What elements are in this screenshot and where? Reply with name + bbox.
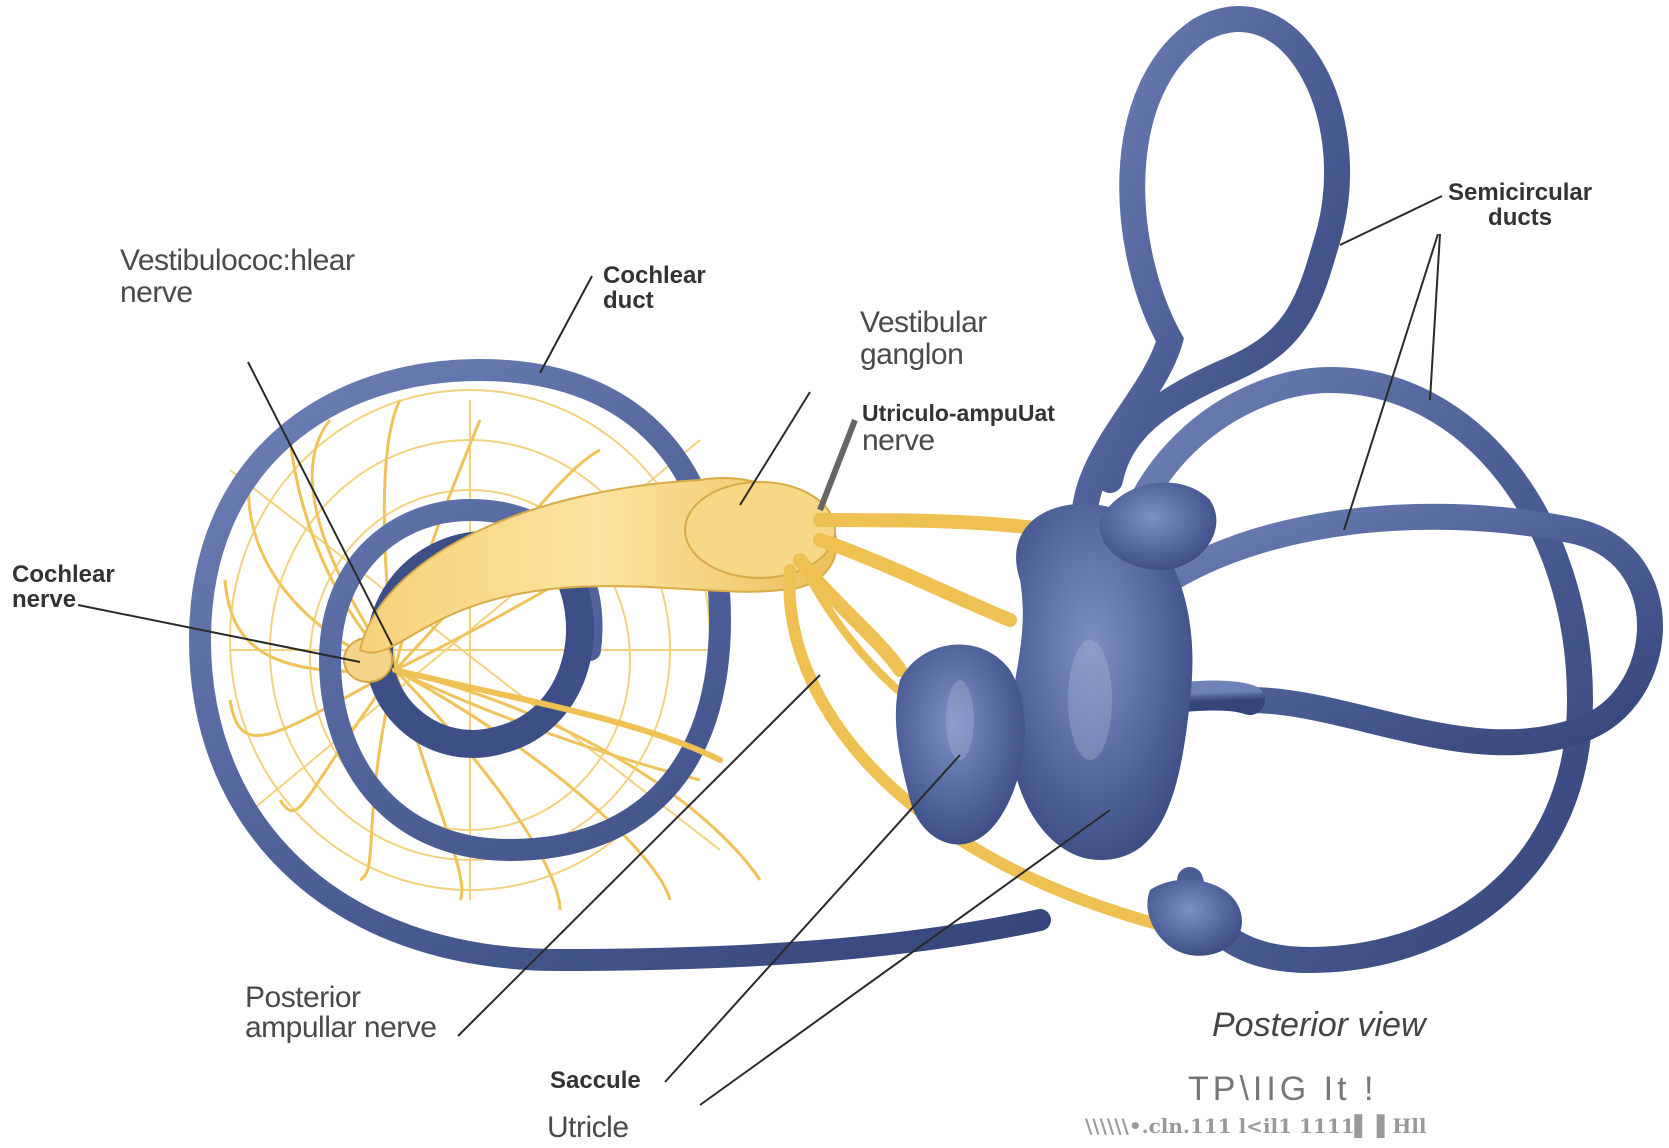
saccular-branch: [800, 560, 900, 670]
label-cochlear-duct: Cochlear duct: [603, 263, 706, 313]
label-posterior-ampullar-line2: ampullar nerve: [245, 1013, 436, 1043]
label-posterior-ampullar-line1: Posterior: [245, 983, 436, 1013]
label-vestibulocochlear-line1: Vestibulococ:hlear: [120, 245, 355, 277]
label-saccule: Saccule: [550, 1068, 641, 1093]
leader-semicircular-1: [1340, 196, 1442, 245]
leader-semicircular-3: [1430, 234, 1440, 400]
label-posterior-view: Posterior view: [1212, 1008, 1426, 1044]
leader-utriculo: [820, 420, 855, 510]
vestibular-ganglion: [685, 482, 835, 578]
label-semicircular-ducts: Semicircular ducts: [1448, 180, 1592, 230]
label-utriculo-line1: Utriculo-ampuUat: [862, 401, 1055, 425]
cochlear-nerve-mesh: [230, 390, 720, 900]
vestibule: [896, 483, 1242, 956]
label-semicircular-line2: ducts: [1448, 205, 1592, 230]
label-utriculo-ampullar: Utriculo-ampuUat nerve: [862, 401, 1055, 457]
label-cochlear-nerve-line2: nerve: [12, 587, 115, 612]
label-cochlear-nerve-line1: Cochlear: [12, 562, 115, 587]
label-vestibular-ganglion-line2: ganglon: [860, 339, 987, 371]
leader-cochlear-duct: [540, 276, 592, 373]
ampulla-lower: [1147, 880, 1242, 956]
label-cochlear-duct-line2: duct: [603, 288, 706, 313]
label-vestibular-ganglion-line1: Vestibular: [860, 307, 987, 339]
label-utricle: Utricle: [547, 1112, 629, 1144]
label-vestibular-ganglion: Vestibular ganglon: [860, 307, 987, 370]
leader-cochlear-nerve: [78, 605, 360, 662]
label-cochlear-duct-line1: Cochlear: [603, 263, 706, 288]
label-semicircular-line1: Semicircular: [1448, 180, 1592, 205]
watermark-line2: \\\\\\•.cln.111 l<il1 1111▌ ▌Hll: [1085, 1116, 1426, 1137]
leader-saccule: [665, 755, 960, 1082]
watermark-line1: TP\IIG It !: [1188, 1072, 1377, 1108]
label-utriculo-line2: nerve: [862, 425, 1055, 457]
anterior-semicircular-duct: [1084, 19, 1337, 560]
label-vestibulocochlear: Vestibulococ:hlear nerve: [120, 245, 355, 308]
utricular-branch-1: [820, 520, 1050, 530]
label-cochlear-nerve: Cochlear nerve: [12, 562, 115, 612]
label-vestibulocochlear-line2: nerve: [120, 277, 355, 309]
label-posterior-ampullar: Posterior ampullar nerve: [245, 983, 436, 1043]
